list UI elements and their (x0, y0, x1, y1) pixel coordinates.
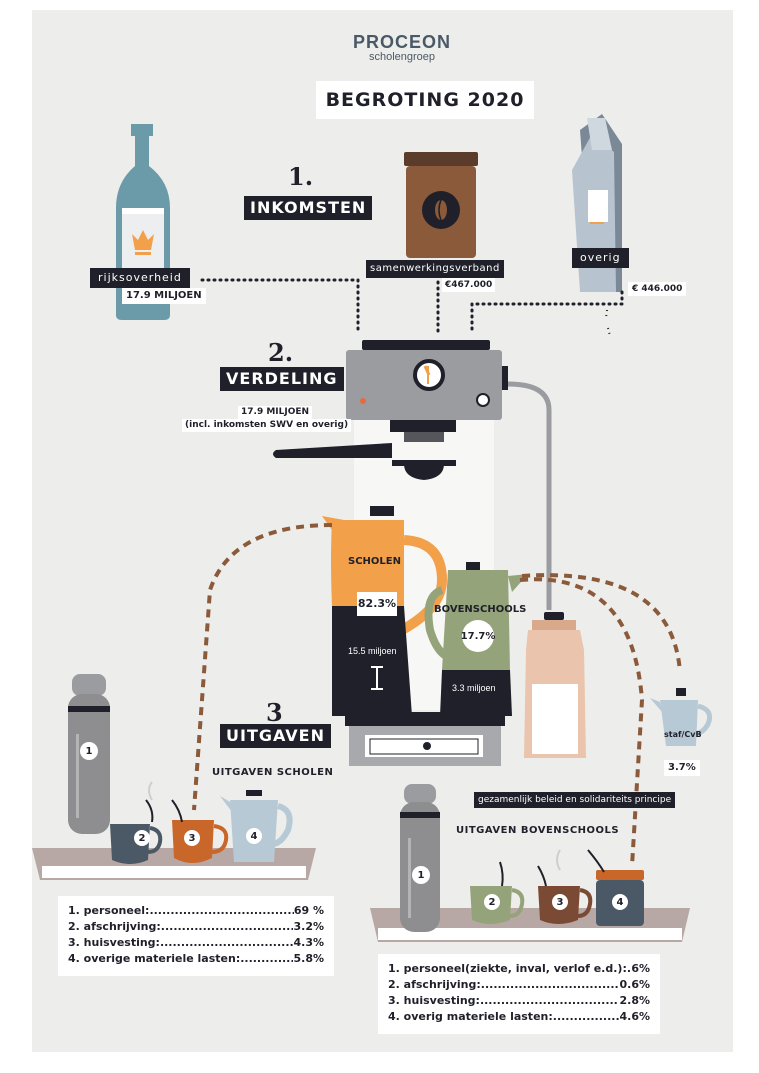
list-item: 4. overige materiele lasten:............… (68, 952, 324, 965)
milk-bottle-icon (524, 612, 586, 758)
bovenschools-label: BOVENSCHOOLS (434, 604, 527, 615)
staf-label: staf/CvB (664, 730, 702, 739)
item-number-3-right: 3 (552, 894, 568, 910)
item-number-4-right: 4 (612, 894, 628, 910)
item-number-1-right: 1 (412, 866, 430, 884)
gezamenlijk-label: gezamenlijk beleid en solidariteits prin… (474, 792, 676, 808)
overig-amount: € 446.000 (628, 282, 687, 296)
list-item: 1. personeel:...........................… (68, 904, 324, 917)
logo-sub: scholengroep (368, 51, 436, 63)
list-item: 2. afschrijving:........................… (68, 920, 324, 933)
page-title: BEGROTING 2020 (316, 81, 534, 119)
uitgaven-bovenschools-title: UITGAVEN BOVENSCHOOLS (456, 825, 620, 836)
item-number-2-right: 2 (484, 894, 500, 910)
bovenschools-expense-list: 1. personeel(ziekte, inval, verlof e.d.)… (378, 954, 660, 1034)
crown-icon (132, 230, 154, 250)
income-lines (200, 278, 624, 334)
scholen-expense-list: 1. personeel:...........................… (58, 896, 334, 976)
scholen-percent: 82.3% (357, 592, 397, 616)
overig-label: overig (572, 248, 629, 268)
infographic-poster: PROCEON scholengroep BEGROTING 2020 1. I… (32, 10, 733, 1052)
staf-percent: 3.7% (664, 760, 700, 776)
scholen-label: SCHOLEN (348, 556, 401, 567)
thermos-icon (68, 674, 110, 834)
item-number-2: 2 (134, 830, 150, 846)
verdeling-amount: 17.9 MILJOEN (238, 406, 313, 419)
bovenschools-amount: 3.3 miljoen (452, 683, 496, 693)
list-item: 3. huisvesting:.........................… (388, 994, 650, 1007)
scholen-pitcher-icon (322, 506, 448, 716)
uitgaven-scholen-title: UITGAVEN SCHOLEN (212, 767, 334, 778)
samenwerkingsverband-label: samenwerkingsverband (366, 260, 504, 278)
scholen-amount: 15.5 miljoen (348, 646, 397, 656)
item-number-1: 1 (80, 742, 98, 760)
cup-icon-2-right (470, 861, 525, 924)
staf-pitcher-icon (650, 688, 713, 746)
inkomsten-heading: INKOMSTEN (244, 196, 373, 220)
section-number-2: 2. (268, 338, 294, 367)
samenwerkingsverband-amount: €467.000 (442, 278, 496, 292)
item-number-3: 3 (184, 830, 200, 846)
portafilter-icon (273, 443, 392, 458)
section-number-3: 3 (266, 698, 283, 727)
thermos-icon-right (400, 784, 440, 932)
list-item: 1. personeel(ziekte, inval, verlof e.d.)… (388, 962, 650, 975)
cup-icon-2 (110, 781, 163, 864)
coffee-jar-icon (404, 152, 478, 258)
logo-name: PROCEON (352, 32, 451, 52)
section-number-1: 1. (288, 162, 314, 191)
item-number-4: 4 (246, 828, 262, 844)
verdeling-heading: VERDELING (220, 367, 344, 391)
uitgaven-heading: UITGAVEN (220, 724, 331, 748)
list-item: 4. overig materiele lasten:.............… (388, 1010, 650, 1023)
bovenschools-percent: 17.7% (461, 620, 495, 652)
illustration-canvas (32, 114, 713, 942)
logo: PROCEON scholengroep (332, 32, 472, 63)
rijksoverheid-amount: 17.9 MILJOEN (122, 288, 206, 304)
list-item: 2. afschrijving:........................… (388, 978, 650, 991)
jar-icon-4-right (587, 849, 644, 926)
rijksoverheid-label: rijksoverheid (90, 268, 190, 288)
coffee-bean-icon (435, 200, 447, 220)
flow-dashed-lines (192, 523, 682, 867)
verdeling-note: (incl. inkomsten SWV en overig) (182, 419, 352, 432)
list-item: 3. huisvesting:.........................… (68, 936, 324, 949)
